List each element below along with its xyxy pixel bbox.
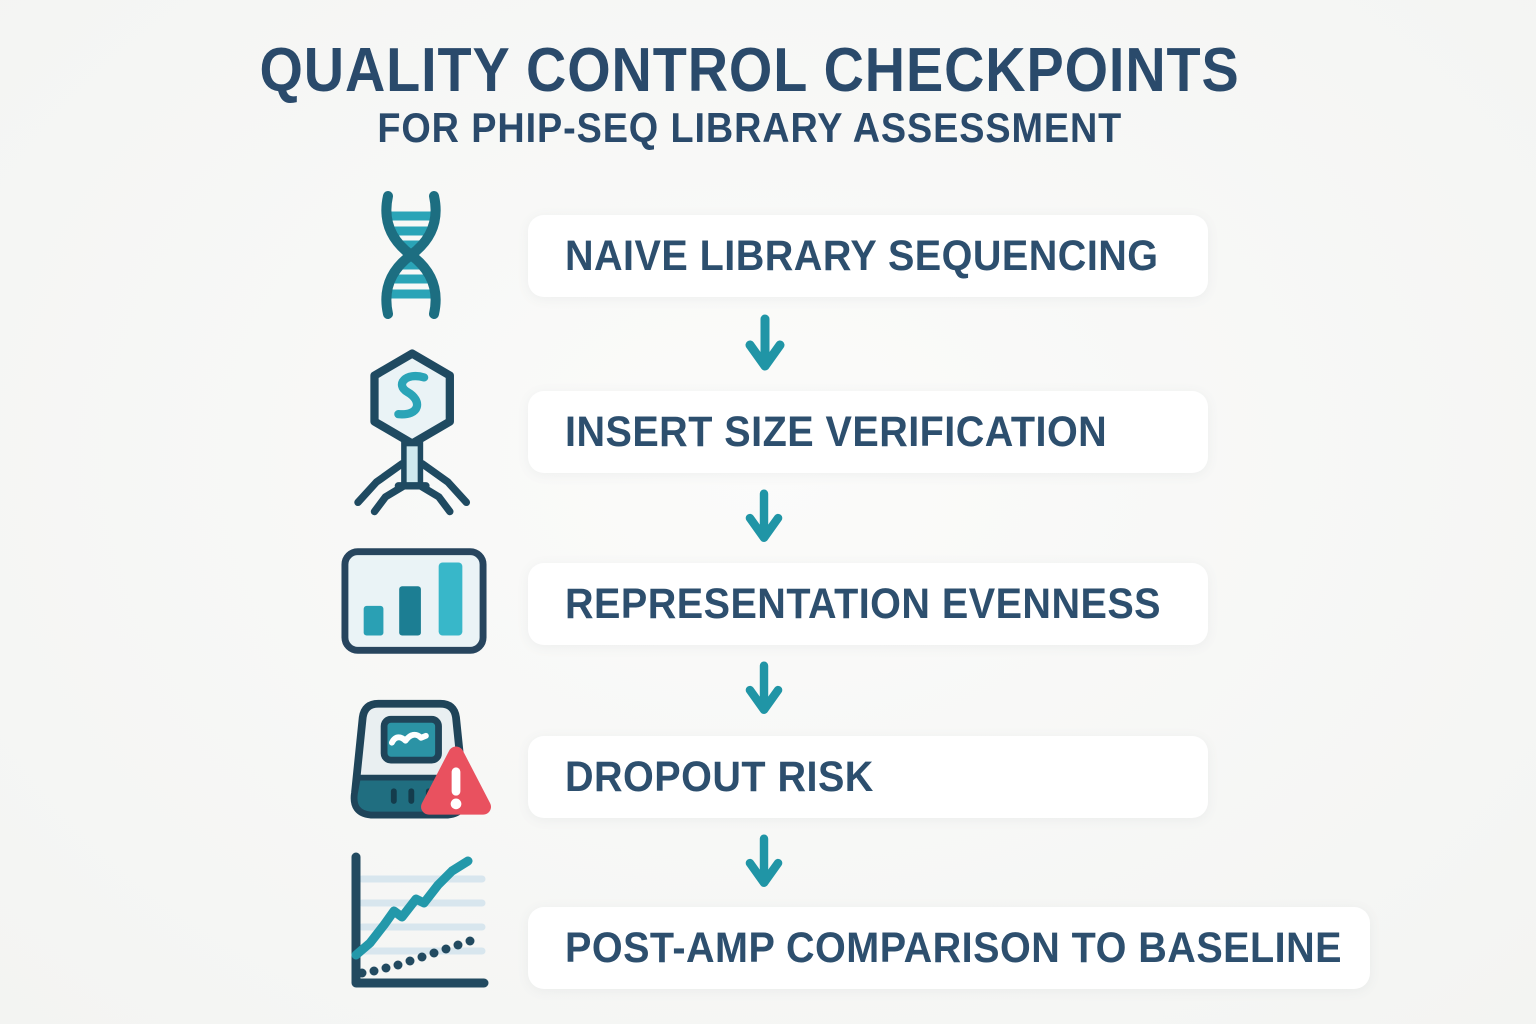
step-label: POST-AMP COMPARISON TO BASELINE <box>565 923 1342 972</box>
step-card-naive-library-sequencing: NAIVE LIBRARY SEQUENCING <box>528 215 1208 297</box>
step-card-post-amp-comparison: POST-AMP COMPARISON TO BASELINE <box>528 907 1370 989</box>
dna-helix-icon <box>352 188 470 322</box>
step-label: INSERT SIZE VERIFICATION <box>565 407 1108 456</box>
page-subtitle: FOR PHIP-SEQ LIBRARY ASSESSMENT <box>377 104 1123 151</box>
down-arrow-icon <box>743 314 787 378</box>
step-label: NAIVE LIBRARY SEQUENCING <box>565 231 1159 280</box>
header: QUALITY CONTROL CHECKPOINTS <box>0 38 1500 103</box>
bacteriophage-icon <box>342 348 486 518</box>
bar-chart-icon <box>340 546 488 656</box>
down-arrow-icon <box>743 489 785 549</box>
step-label: REPRESENTATION EVENNESS <box>565 579 1162 628</box>
step-label: DROPOUT RISK <box>565 752 874 801</box>
line-chart-icon <box>340 846 492 1004</box>
sequencer-warning-icon <box>338 696 506 834</box>
step-card-dropout-risk: DROPOUT RISK <box>528 736 1208 818</box>
step-card-representation-evenness: REPRESENTATION EVENNESS <box>528 563 1208 645</box>
subheader: FOR PHIP-SEQ LIBRARY ASSESSMENT <box>0 104 1500 151</box>
step-card-insert-size-verification: INSERT SIZE VERIFICATION <box>528 391 1208 473</box>
down-arrow-icon <box>743 834 785 894</box>
down-arrow-icon <box>743 661 785 721</box>
page-title: QUALITY CONTROL CHECKPOINTS <box>259 36 1241 105</box>
